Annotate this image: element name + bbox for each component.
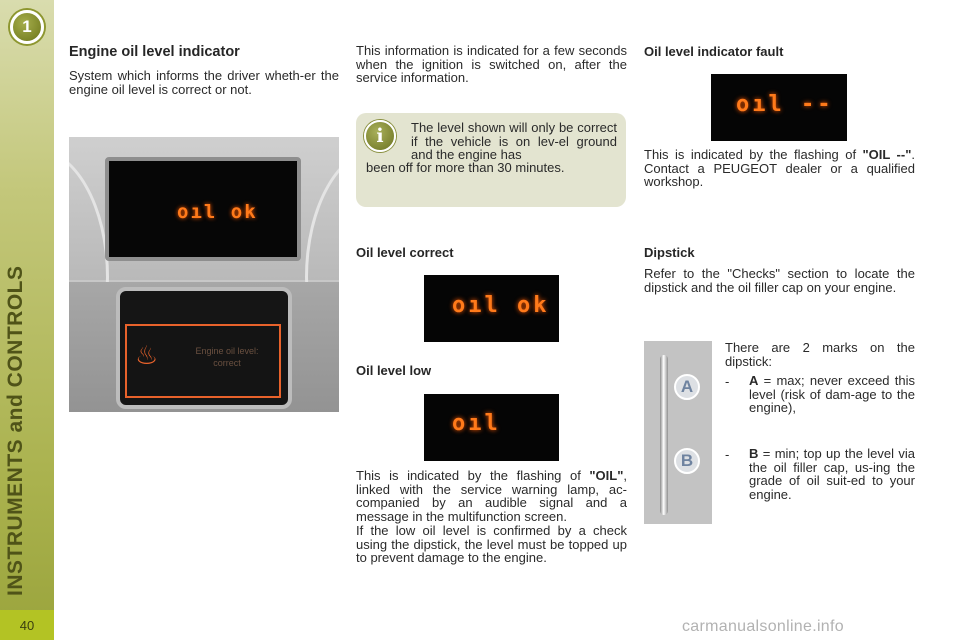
dipstick-illustration: A B <box>644 341 712 524</box>
mark-b-text: = min; top up the level via the oil fill… <box>749 446 915 502</box>
chapter-sidebar <box>0 0 54 640</box>
oil-fault-description: This is indicated by the flashing of "OI… <box>644 148 915 189</box>
mark-a-description: A = max; never exceed this level (risk o… <box>749 374 915 415</box>
info-icon: i <box>364 120 396 152</box>
mark-a-letter: A <box>749 373 759 388</box>
engine-oil-intro: System which informs the driver wheth-er… <box>69 68 339 97</box>
mark-b-letter: B <box>749 446 759 461</box>
display-info-text: This information is indicated for a few … <box>356 43 627 86</box>
oil-fault-text: oıl -- <box>736 92 834 117</box>
info-note-box <box>356 113 626 207</box>
oil-ok-panel <box>424 275 559 342</box>
oil-fault-description-start: This is indicated by the flashing of <box>644 147 863 162</box>
info-note-text-2: been off for more than 30 minutes. <box>366 160 565 175</box>
mark-b-dash: - <box>725 447 730 462</box>
dipstick-mark-a: A <box>674 374 700 400</box>
oil-low-description: This is indicated by the flashing of "OI… <box>356 469 627 523</box>
mark-b-description: B = min; top up the level via the oil fi… <box>749 447 915 501</box>
oil-low-description-start: This is indicated by the flashing of <box>356 468 590 483</box>
site-watermark: carmanualsonline.info <box>682 618 844 635</box>
dipstick-mark-b: B <box>674 448 700 474</box>
oil-fault-description-end: . Contact a PEUGEOT dealer or a qualifie… <box>644 147 915 190</box>
oil-ok-text: oıl ok <box>452 293 550 318</box>
oil-can-icon: ♨ <box>135 340 159 370</box>
oil-fault-heading: Oil level indicator fault <box>644 44 784 59</box>
dashboard-illustration: oıl ok ♨ Engine oil level: correct <box>69 137 339 412</box>
oil-message-text: Engine oil level: correct <box>195 346 259 368</box>
oil-fault-flash-label: "OIL --" <box>862 147 912 162</box>
dipstick-rod <box>660 355 668 515</box>
oil-low-panel <box>424 394 559 461</box>
oil-low-text: oıl <box>452 411 501 436</box>
engine-oil-heading: Engine oil level indicator <box>69 44 240 60</box>
instrument-screen <box>105 157 301 261</box>
section-title: INSTRUMENTS and CONTROLS <box>4 265 27 597</box>
page-number: 40 <box>0 610 54 640</box>
chapter-number-badge: 1 <box>10 10 44 44</box>
info-note-text-1: The level shown will only be correct if … <box>411 120 617 163</box>
oil-low-confirm-text: If the low oil level is confirmed by a c… <box>356 523 627 566</box>
oil-low-description-end: , linked with the service warning lamp, … <box>356 468 627 524</box>
dipstick-description: Refer to the "Checks" section to locate … <box>644 266 915 295</box>
oil-message-frame <box>125 324 281 398</box>
mark-a-text: = max; never exceed this level (risk of … <box>749 373 915 416</box>
dipstick-marks-intro: There are 2 marks on the dipstick: <box>725 340 915 369</box>
oil-flash-label: "OIL" <box>589 468 624 483</box>
oil-fault-panel <box>711 74 847 141</box>
mark-a-dash: - <box>725 374 730 389</box>
dipstick-heading: Dipstick <box>644 245 695 260</box>
oil-level-correct-heading: Oil level correct <box>356 245 454 260</box>
oil-ok-display: oıl ok <box>177 201 258 223</box>
oil-level-low-heading: Oil level low <box>356 363 432 378</box>
